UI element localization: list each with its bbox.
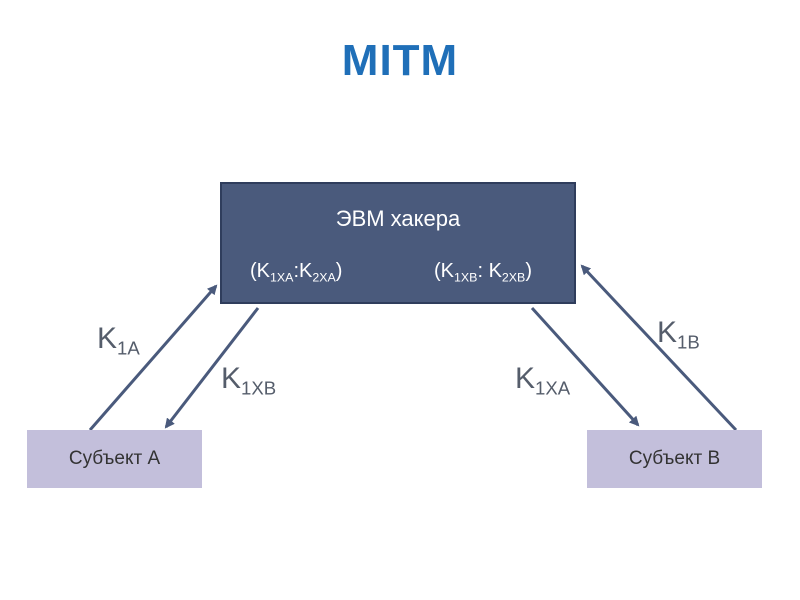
label-subscript: 1A <box>117 337 140 359</box>
hacker-computer-title: ЭВМ хакера <box>335 206 461 231</box>
arrow-hacker-to-a <box>164 307 260 429</box>
subject-a-box: Субъект А <box>27 430 202 488</box>
key-subscript: 2XB <box>501 270 526 285</box>
label-subscript: 1B <box>677 331 700 353</box>
subject-b-label: Субъект В <box>628 448 721 469</box>
key-pair-xb: (K1XB: K2XB) <box>434 260 532 285</box>
label-subscript: 1XA <box>535 377 571 399</box>
key-name: K <box>299 260 313 282</box>
key-separator: : <box>477 260 483 282</box>
key-subscript: 1XA <box>270 270 294 285</box>
arrow-b-to-hacker <box>580 264 738 432</box>
arrow-a-to-hacker <box>88 284 218 431</box>
arrow-hacker-to-b <box>530 306 640 427</box>
label-subscript: 1XB <box>241 377 277 399</box>
key-separator: : <box>293 260 299 282</box>
label-k1a: K1A <box>97 322 140 360</box>
label-k1b: K1B <box>657 316 700 354</box>
hacker-computer-box: ЭВМ хакера (K1XA:K2XA) (K1XB: K2XB) <box>220 182 576 304</box>
label-letter: K <box>221 362 242 395</box>
key-name: K <box>488 260 502 282</box>
subject-a-label: Субъект А <box>68 448 161 469</box>
subject-b-box: Субъект В <box>587 430 762 488</box>
label-k1xa: K1XA <box>515 362 570 400</box>
key-name: K <box>256 260 271 282</box>
label-letter: K <box>657 316 678 349</box>
key-name: K <box>440 260 455 282</box>
key-subscript: 2XA <box>312 270 336 285</box>
diagram-title: MITM <box>341 36 459 85</box>
key-subscript: 1XB <box>454 270 478 285</box>
label-letter: K <box>515 362 536 395</box>
key-pair-xa: (K1XA:K2XA) <box>250 260 343 285</box>
label-letter: K <box>97 322 118 355</box>
label-k1xb: K1XB <box>221 362 276 400</box>
